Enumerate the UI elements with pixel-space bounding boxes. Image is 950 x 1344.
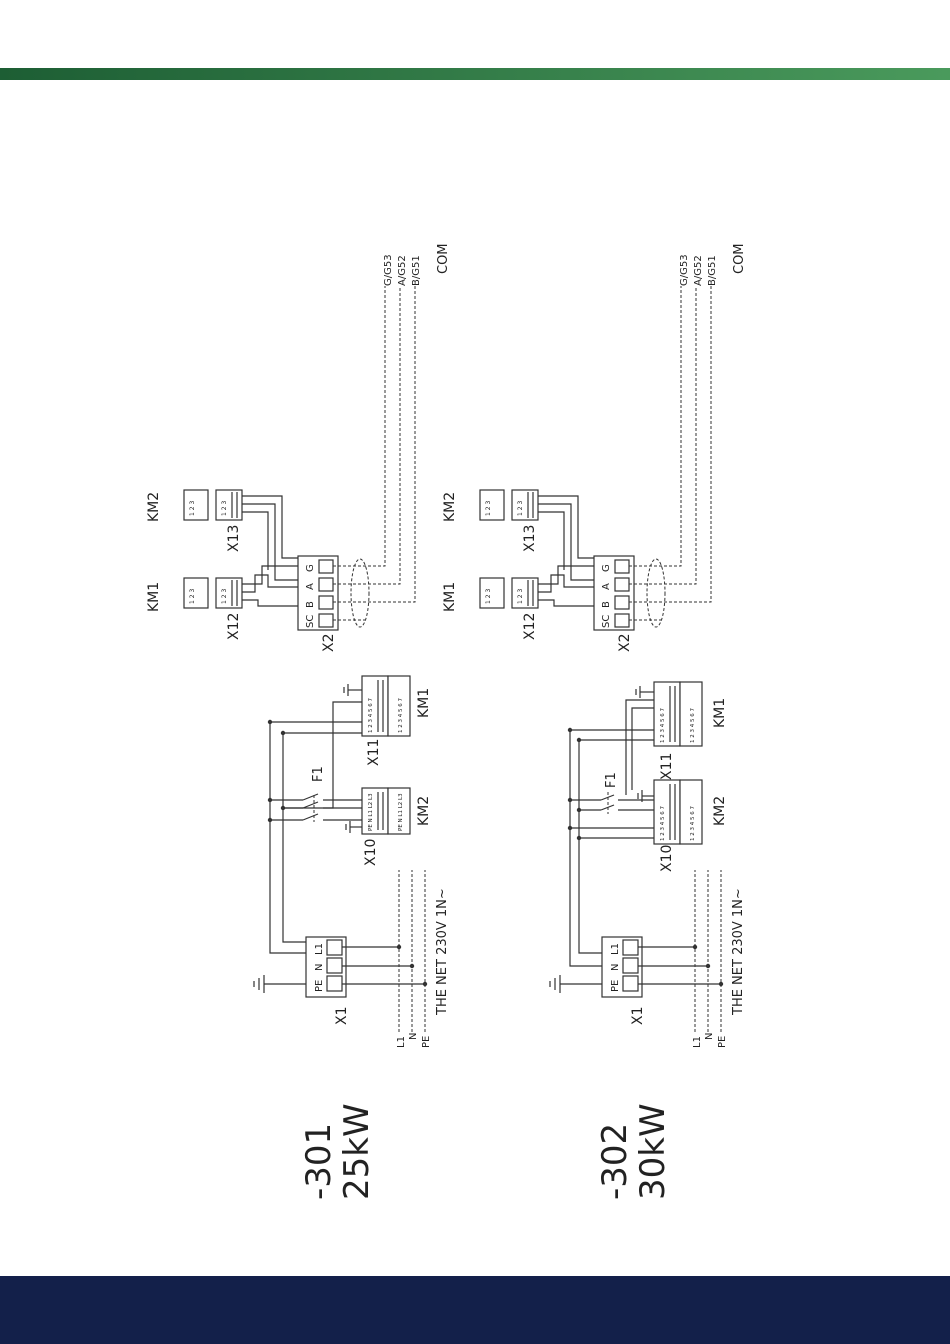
km2-contactor <box>387 787 411 835</box>
upper-km1-label: KM1 <box>442 582 458 612</box>
x2-term-a: A <box>305 583 316 590</box>
x2-term-g: G <box>601 564 612 572</box>
f1-breaker <box>570 792 654 814</box>
line-label-pe: PE <box>421 1036 432 1048</box>
km1-relay <box>479 577 505 609</box>
line-label-n: N <box>408 1033 419 1040</box>
x1-term-n: N <box>610 964 621 971</box>
f1-label: F1 <box>604 772 619 788</box>
km1-relay-pins: 1 2 3 <box>485 589 492 604</box>
x1-term-n: N <box>314 964 325 971</box>
x2-term-b: B <box>305 601 316 608</box>
km2-pins: PE N L1 L2 L3 <box>398 793 404 831</box>
x13-label: X13 <box>226 525 242 552</box>
km2-contactor <box>679 779 703 845</box>
variant-label: -301 <box>299 1123 339 1200</box>
bus-label-b: B/G51 <box>707 255 718 286</box>
km2-relay <box>183 489 209 521</box>
wiring-diagram-302: -302 30kW THE NET 230V 1N~ L1 N PE X1 PE… <box>442 243 747 1200</box>
km1-contactor <box>679 681 703 747</box>
km2-label: KM2 <box>416 796 432 826</box>
x2-term-sc: SC <box>305 615 316 628</box>
x1-label: X1 <box>334 1007 350 1026</box>
km1-relay <box>183 577 209 609</box>
km1-pins: 1 2 3 4 5 6 7 <box>398 698 404 733</box>
x11-label: X11 <box>366 739 382 766</box>
x13-connector <box>215 489 243 521</box>
km2-label: KM2 <box>712 796 728 826</box>
earth-symbol <box>549 975 602 993</box>
x2-term-b: B <box>601 601 612 608</box>
line-label-n: N <box>704 1033 715 1040</box>
x1-term-l1: L1 <box>610 943 621 955</box>
km2-pins: 1 2 3 4 5 6 7 <box>690 806 696 841</box>
x1-term-pe: PE <box>610 980 621 992</box>
bus-label-com: COM <box>732 243 747 274</box>
x12-connector <box>215 577 243 609</box>
x10-label: X10 <box>659 845 675 872</box>
x10-connector <box>653 779 681 845</box>
bottom-footer-band <box>0 1276 950 1344</box>
x11-label: X11 <box>659 753 675 780</box>
x11-connector <box>653 681 681 747</box>
x2-term-a: A <box>601 583 612 590</box>
bus-label-g: G/G53 <box>679 254 690 286</box>
x1-term-pe: PE <box>314 980 325 992</box>
supply-label: THE NET 230V 1N~ <box>731 888 746 1016</box>
km2-relay-pins: 1 2 3 <box>485 501 492 516</box>
x11-pins: 1 2 3 4 5 6 7 <box>368 698 374 733</box>
line-label-pe: PE <box>717 1036 728 1048</box>
x10-label: X10 <box>363 839 379 866</box>
x10-connector <box>361 787 389 835</box>
x13-pins: 1 2 3 <box>517 501 524 516</box>
x13-connector <box>511 489 539 521</box>
upper-km1-label: KM1 <box>146 582 162 612</box>
x12-connector <box>511 577 539 609</box>
x1-label: X1 <box>630 1007 646 1026</box>
x12-label: X12 <box>522 613 538 640</box>
f1-breaker <box>270 793 362 822</box>
bus-label-g: G/G53 <box>383 254 394 286</box>
upper-km2-label: KM2 <box>146 492 162 522</box>
shielded-cable <box>350 558 370 628</box>
bus-label-a: A/G52 <box>397 255 408 286</box>
km2-relay <box>479 489 505 521</box>
x13-pins: 1 2 3 <box>221 501 228 516</box>
power-label: 30kW <box>633 1103 673 1200</box>
x12-pins: 1 2 3 <box>517 589 524 604</box>
f1-label: F1 <box>311 766 326 782</box>
km1-label: KM1 <box>712 698 728 728</box>
earth-symbol <box>253 975 306 993</box>
km2-relay-pins: 1 2 3 <box>189 501 196 516</box>
x1-term-l1: L1 <box>314 943 325 955</box>
top-header-band <box>0 68 950 80</box>
bus-label-a: A/G52 <box>693 255 704 286</box>
x2-label: X2 <box>617 634 633 653</box>
x12-pins: 1 2 3 <box>221 589 228 604</box>
upper-km2-label: KM2 <box>442 492 458 522</box>
x2-term-sc: SC <box>601 615 612 628</box>
wiring-diagram-301: -301 25kW THE NET 230V 1N~ L1 N PE X1 PE… <box>146 243 451 1200</box>
x10-pins: PE N L1 L2 L3 <box>368 793 374 831</box>
power-label: 25kW <box>337 1103 377 1200</box>
km1-contactor <box>387 675 411 737</box>
x2-term-g: G <box>305 564 316 572</box>
supply-label: THE NET 230V 1N~ <box>435 888 450 1016</box>
x11-connector <box>361 675 389 737</box>
x2-label: X2 <box>321 634 337 653</box>
bus-label-b: B/G51 <box>411 255 422 286</box>
shielded-cable <box>646 558 666 628</box>
x10-pins: 1 2 3 4 5 6 7 <box>660 806 666 841</box>
x11-pins: 1 2 3 4 5 6 7 <box>660 708 666 743</box>
variant-label: -302 <box>595 1123 635 1200</box>
km1-pins: 1 2 3 4 5 6 7 <box>690 708 696 743</box>
km1-label: KM1 <box>416 688 432 718</box>
x13-label: X13 <box>522 525 538 552</box>
line-label-l1: L1 <box>396 1036 407 1048</box>
bus-label-com: COM <box>436 243 451 274</box>
line-label-l1: L1 <box>692 1036 703 1048</box>
km1-relay-pins: 1 2 3 <box>189 589 196 604</box>
x12-label: X12 <box>226 613 242 640</box>
